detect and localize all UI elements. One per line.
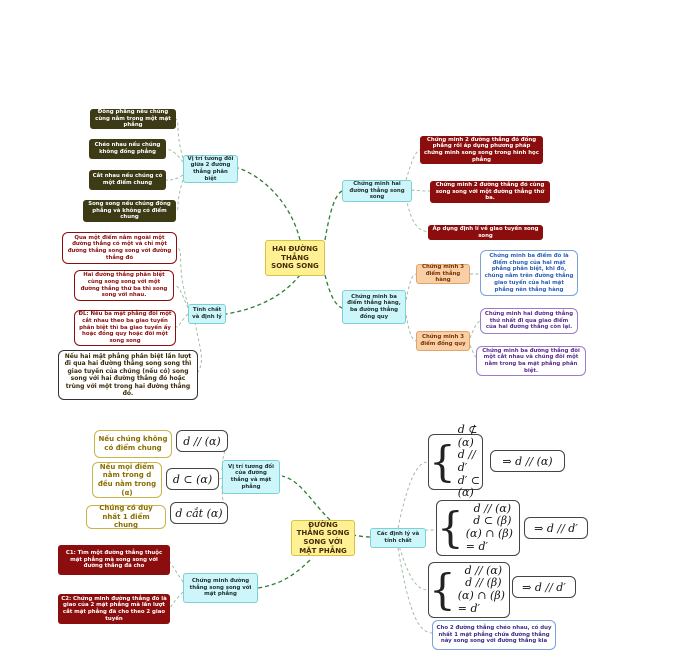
root-hai-duong-thang: HAI ĐƯỜNG THẲNG SONG SONG (265, 240, 325, 276)
leaf-cm-c1: C1: Tìm một đường thẳng thuộc mặt phẳng … (58, 545, 170, 575)
leaf-hai-duong-thang-phan-biet: Hai đường thẳng phân biệt cùng song song… (74, 270, 174, 301)
sys2-line: (α) ∩ (β) = d′ (465, 527, 513, 553)
formula-d-song-song-alpha: d // (α) (176, 430, 228, 452)
branch-cm-song-song: Chứng minh hai đường thẳng song song (342, 180, 412, 202)
leaf-dinh-li-giao-tuyen: Áp dụng định lí về giao tuyến song song (428, 225, 543, 240)
leaf-dinh-ly-ba-mat-phang: ĐL: Nếu ba mặt phẳng đôi một cắt nhau th… (74, 310, 176, 346)
leaf-cheo-nhau: Chéo nhau nếu chúng không đồng phẳng (89, 139, 166, 159)
sys2-line: d // (α) (473, 501, 512, 515)
branch-vi-tri-duong-mat: Vị trí tương đối của đường thẳng và mặt … (222, 460, 280, 494)
branch-cm-thang-hang-dong-quy: Chứng minh ba điểm thẳng hàng, ba đường … (342, 290, 406, 324)
leaf-qua-mot-diem: Qua một điểm nằm ngoài một đường thẳng c… (62, 232, 177, 264)
leaf-duong-thang-cheo-nhau: Cho 2 đường thẳng chéo nhau, có duy nhất… (432, 620, 556, 650)
sub-cm-3-diem-dong-quy: Chứng minh 3 điểm đồng quy (416, 331, 470, 351)
formula-system-3: { d // (α) d // (β) (α) ∩ (β) = d′ (428, 562, 510, 618)
formula-system-1: { d ⊄ (α) d // d′ d′ ⊂ (α) (428, 423, 483, 499)
leaf-dong-phang: Đồng phẳng nếu chúng cùng nằm trong một … (90, 109, 176, 129)
sys1-line: d // d′ (457, 448, 476, 474)
leaf-moi-diem-nam-trong: Nếu mọi điểm nằm trong d đều nằm trong (… (92, 462, 162, 498)
brace-symbol: { (437, 503, 464, 552)
leaf-cm-c2: C2: Chứng minh đường thẳng đó là giao củ… (58, 594, 170, 624)
branch-cm-duong-song-song-mat: Chứng minh đường thẳng song song với mặt… (183, 573, 258, 603)
formula-d-cat-alpha: d cắt (α) (170, 502, 228, 524)
sys3-line: (α) ∩ (β) = d′ (457, 589, 505, 615)
leaf-song-song: Song song nếu chúng đồng phẳng và không … (83, 200, 176, 222)
formula-d-thuoc-alpha: d ⊂ (α) (166, 468, 219, 490)
leaf-duy-nhat-diem-chung: Chúng có duy nhất 1 điểm chung (86, 504, 166, 529)
sys1-line: d′ ⊂ (α) (457, 473, 480, 500)
brace-symbol: { (429, 437, 456, 486)
sys1-line: d ⊄ (α) (457, 423, 478, 449)
leaf-hai-mat-phang-phan-biet: Nếu hai mặt phẳng phân biệt lần lượt đi … (58, 350, 198, 400)
leaf-cat-nhau: Cắt nhau nếu chúng có một điểm chung (89, 170, 166, 190)
leaf-cm-dong-phang: Chứng minh 2 đường thẳng đó đồng phẳng r… (420, 136, 543, 164)
root-duong-thang-song-song-mat-phang: ĐƯỜNG THẲNG SONG SONG VỚI MẶT PHẲNG (291, 520, 355, 556)
sys2-line: d ⊂ (β) (473, 514, 512, 528)
formula-result-1: ⇒ d // (α) (490, 450, 565, 472)
formula-result-3: ⇒ d // d′ (512, 576, 576, 598)
leaf-cm-giao-diem: Chứng minh hai đường thẳng thứ nhất đi q… (480, 308, 578, 334)
sub-cm-3-diem-thang-hang: Chứng minh 3 điểm thẳng hàng (416, 264, 470, 284)
leaf-cm-doi-mot-cat-nhau: Chứng minh ba đường thẳng đôi một cắt nh… (476, 346, 586, 376)
branch-dinh-ly-tinh-chat: Các định lý và tính chất (370, 528, 426, 548)
formula-result-2: ⇒ d // d′ (524, 517, 588, 539)
leaf-cm-thang-hang: Chứng minh ba điểm đó là điểm chung của … (480, 250, 578, 296)
brace-symbol: { (429, 565, 456, 614)
branch-tinh-chat: Tính chất và định lý (188, 304, 226, 324)
branch-vi-tri-tuong-doi: Vị trí tương đối giữa 2 đường thẳng phân… (183, 155, 238, 183)
formula-system-2: { d // (α) d ⊂ (β) (α) ∩ (β) = d′ (436, 500, 520, 556)
sys3-line: d // (α) (464, 563, 503, 577)
leaf-cm-duong-thang-thu-ba: Chứng minh 2 đường thẳng đó cùng song so… (430, 181, 550, 203)
sys3-line: d // (β) (465, 576, 502, 590)
leaf-khong-diem-chung: Nếu chúng không có điểm chung (94, 430, 172, 458)
